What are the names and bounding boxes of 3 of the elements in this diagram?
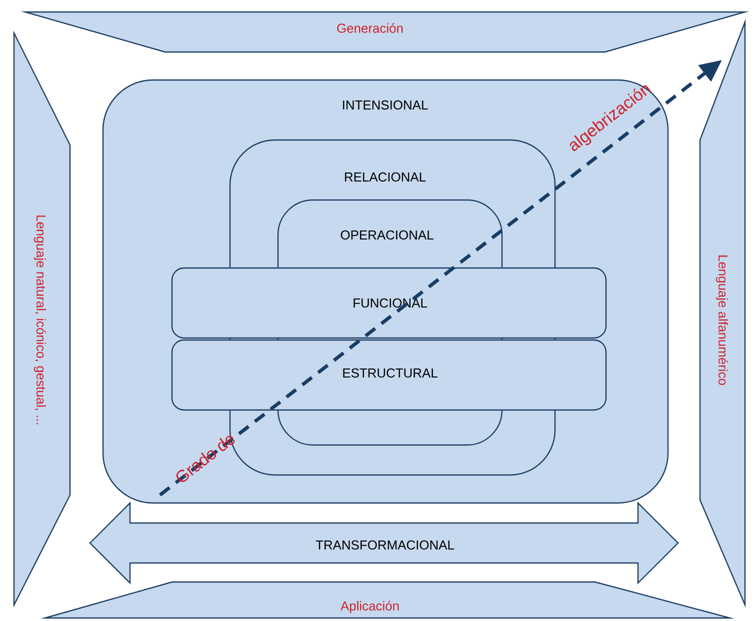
rounded-box: FUNCIONAL	[171, 267, 607, 339]
double-pointed-banner: TRANSFORMACIONAL	[89, 502, 679, 584]
rounded-box: ESTRUCTURAL	[171, 339, 607, 411]
